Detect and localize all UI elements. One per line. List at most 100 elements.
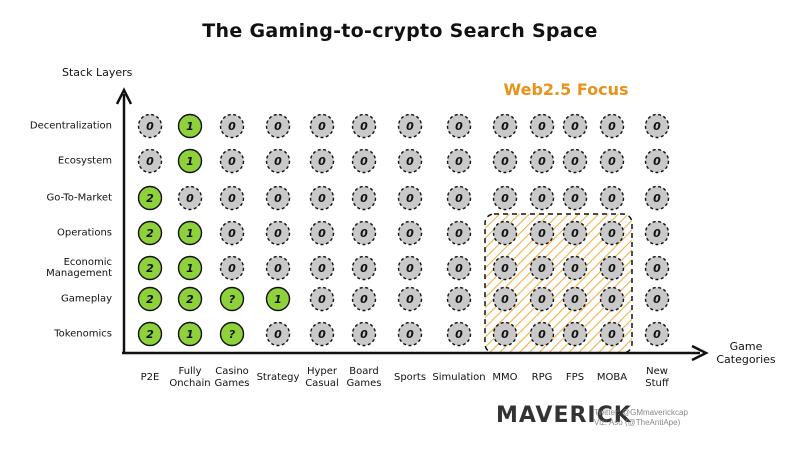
row-label: Ecosystem (0, 156, 112, 167)
empty-cell-circle (446, 148, 472, 174)
empty-cell-circle (644, 286, 670, 312)
row-label: Operations (0, 228, 112, 239)
grid-cell: 0 (599, 220, 625, 246)
empty-cell-circle (599, 185, 625, 211)
grid-cell: 0 (599, 113, 625, 139)
grid-cell: 0 (265, 255, 291, 281)
empty-cell-circle (599, 113, 625, 139)
empty-cell-circle (309, 321, 335, 347)
grid-cell: 1 (265, 286, 291, 312)
grid-cell: ? (219, 286, 245, 312)
active-cell-circle (177, 220, 203, 246)
grid-cell: 0 (219, 220, 245, 246)
cell-value: 0 (538, 192, 546, 205)
empty-cell-circle (219, 148, 245, 174)
cell-value: ? (229, 328, 236, 341)
grid-cell: 2 (137, 220, 163, 246)
empty-cell-circle (351, 286, 377, 312)
empty-cell-circle (309, 148, 335, 174)
active-cell-circle (137, 286, 163, 312)
row-label-line: Operations (57, 227, 112, 239)
active-cell-circle (137, 321, 163, 347)
row-label-line: Tokenomics (54, 328, 112, 340)
cell-value: 0 (406, 262, 414, 275)
empty-cell-circle (219, 255, 245, 281)
empty-cell-circle (351, 113, 377, 139)
grid-cell: 0 (265, 148, 291, 174)
column-label-line: New (646, 366, 668, 377)
grid-cell: 0 (562, 220, 588, 246)
empty-cell-circle (599, 148, 625, 174)
grid-cell: 0 (529, 321, 555, 347)
grid-cell: 0 (446, 148, 472, 174)
grid-cell: 0 (529, 286, 555, 312)
empty-cell-circle (644, 255, 670, 281)
cell-value: 0 (571, 120, 579, 133)
grid-cell: 0 (529, 113, 555, 139)
empty-cell-circle (492, 286, 518, 312)
empty-cell-circle (644, 220, 670, 246)
empty-cell-circle (309, 286, 335, 312)
empty-cell-circle (644, 185, 670, 211)
empty-cell-circle (599, 321, 625, 347)
cell-value: 0 (608, 328, 616, 341)
column-label: Sports (386, 366, 434, 384)
grid-cell: 0 (492, 255, 518, 281)
empty-cell-circle (599, 255, 625, 281)
row-label: Go-To-Market (0, 193, 112, 204)
cell-value: 0 (653, 155, 661, 168)
cell-value: 0 (455, 328, 463, 341)
empty-cell-circle (529, 286, 555, 312)
row-label: Gameplay (0, 294, 112, 305)
cell-value: 0 (360, 227, 368, 240)
cell-value: 0 (360, 293, 368, 306)
cell-value: 0 (228, 227, 236, 240)
empty-cell-circle (219, 220, 245, 246)
cell-value: 0 (360, 262, 368, 275)
cell-value: ? (229, 293, 236, 306)
empty-cell-circle (397, 220, 423, 246)
credit-twitter: Twitter: @GMmaverickcap (594, 408, 688, 417)
grid-cell: 0 (351, 255, 377, 281)
grid-cell: 0 (265, 321, 291, 347)
grid-cell: 0 (492, 286, 518, 312)
cell-value: 0 (146, 155, 154, 168)
grid-cell: 0 (529, 185, 555, 211)
cell-value: 0 (406, 120, 414, 133)
grid-cell: 1 (177, 220, 203, 246)
active-cell-circle (177, 286, 203, 312)
cell-value: 0 (274, 262, 282, 275)
grid-cell: 0 (219, 255, 245, 281)
row-label: Decentralization (0, 121, 112, 132)
cell-value: 0 (608, 155, 616, 168)
cell-value: 0 (653, 262, 661, 275)
x-axis-label-line2: Categories (716, 353, 776, 366)
column-label: MOBA (588, 366, 636, 384)
y-axis-label: Stack Layers (62, 66, 133, 79)
empty-cell-circle (644, 113, 670, 139)
cell-value: 0 (274, 192, 282, 205)
grid-cell: 0 (309, 255, 335, 281)
grid-cell: 0 (265, 220, 291, 246)
empty-cell-circle (492, 321, 518, 347)
grid-cell: 0 (562, 185, 588, 211)
grid-cell: 2 (137, 185, 163, 211)
page-title: The Gaming-to-crypto Search Space (202, 20, 598, 42)
grid-cell: 0 (446, 113, 472, 139)
grid-cell: 1 (177, 321, 203, 347)
grid-cell: 0 (137, 148, 163, 174)
cell-value: 0 (318, 293, 326, 306)
grid-cell: 0 (562, 255, 588, 281)
cell-value: 0 (274, 120, 282, 133)
grid-cell: 2 (137, 255, 163, 281)
row-label-line: Economic (63, 257, 112, 268)
grid-cell: 1 (177, 113, 203, 139)
empty-cell-circle (265, 220, 291, 246)
grid-cell: 0 (644, 286, 670, 312)
empty-cell-circle (265, 113, 291, 139)
cell-value: 0 (318, 155, 326, 168)
grid-cell: 0 (351, 220, 377, 246)
grid-cell: 0 (219, 113, 245, 139)
empty-cell-circle (351, 148, 377, 174)
